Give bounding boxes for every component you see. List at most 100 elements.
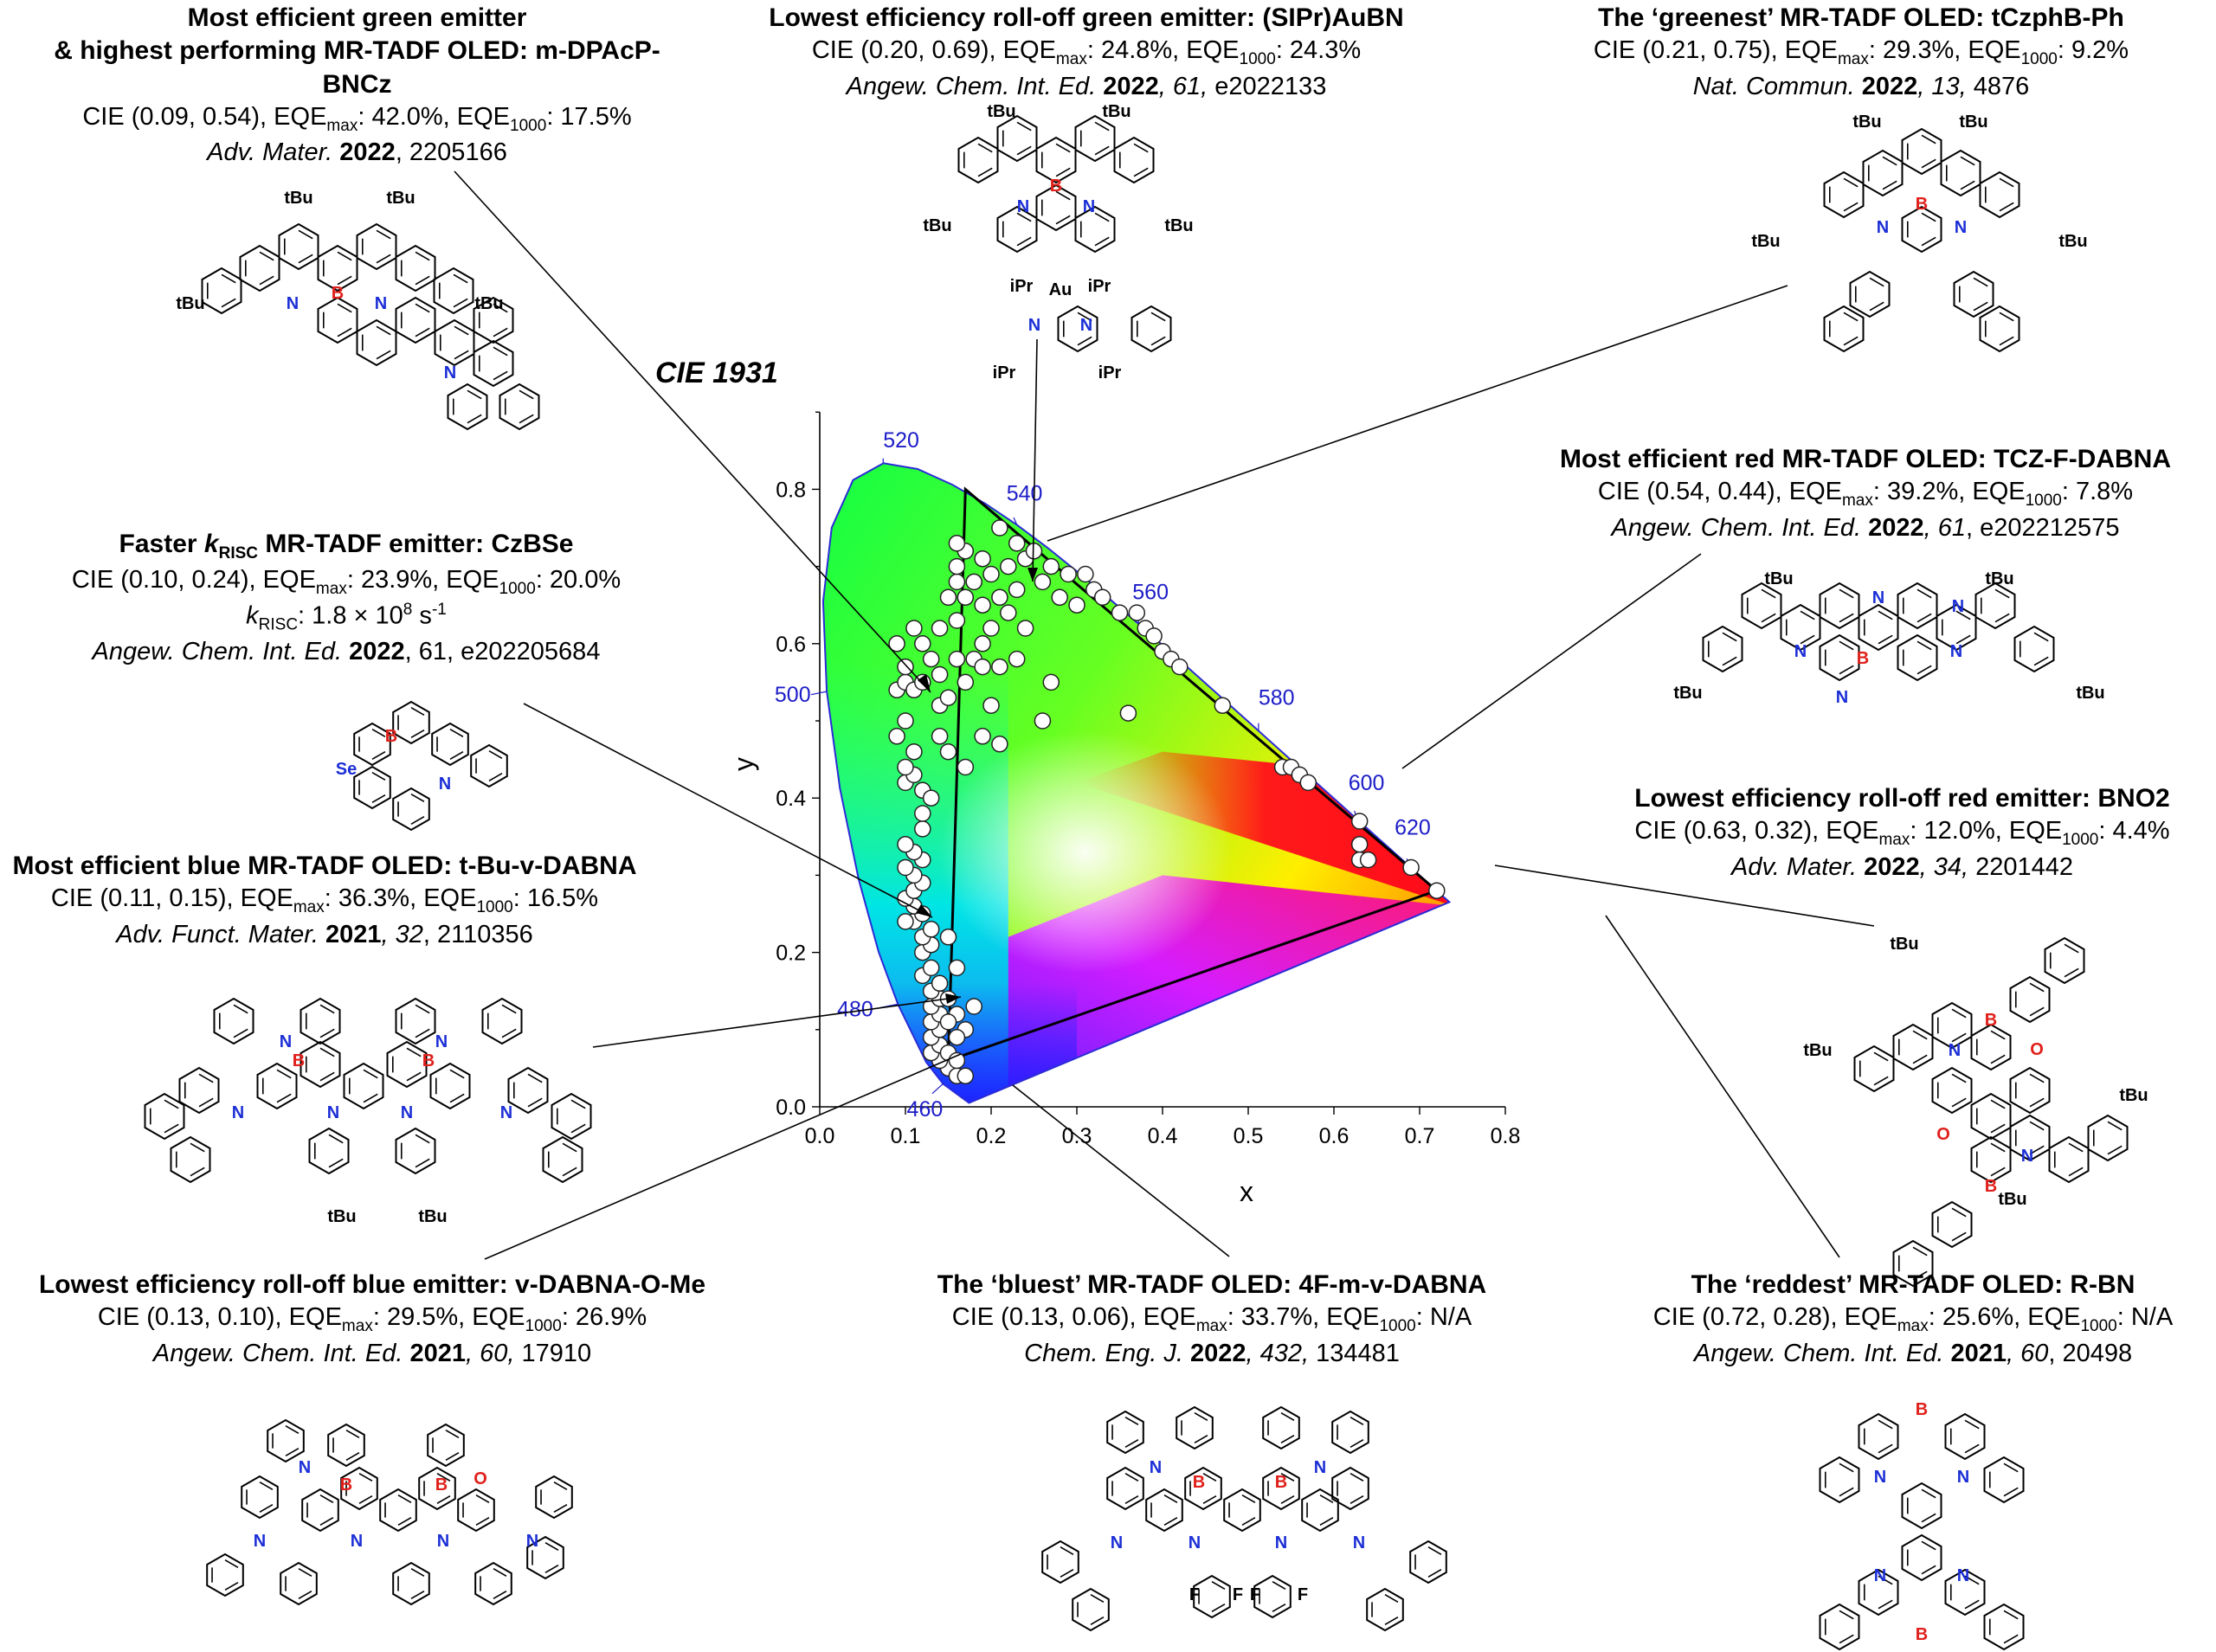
double-bond: [1921, 1513, 1936, 1523]
double-bond: [1843, 312, 1858, 322]
benzene-ring: [300, 997, 341, 1045]
double-bond: [415, 1028, 430, 1038]
annotation-title: The ‘bluest’ MR-TADF OLED: 4F-m-v-DABNA: [937, 1270, 1487, 1299]
data-point: [897, 658, 914, 676]
double-bond: [376, 350, 391, 360]
double-bond: [371, 750, 386, 760]
double-bond: [1921, 1488, 1936, 1499]
double-bond: [2064, 967, 2079, 978]
double-bond: [1350, 1417, 1364, 1426]
double-bond: [544, 1542, 559, 1552]
leader-left-mid: [523, 703, 933, 918]
double-bond: [1951, 1231, 1967, 1242]
data-point: [1051, 588, 1068, 607]
double-bond: [1951, 1097, 1967, 1108]
double-bond: [527, 1097, 543, 1108]
nitrogen-atom: N: [1957, 1566, 1969, 1585]
double-bond: [1882, 180, 1897, 190]
double-bond: [415, 275, 430, 286]
annotation-title: The ‘reddest’ MR-TADF OLED: R-BN: [1691, 1270, 2135, 1299]
double-bond: [436, 1495, 451, 1504]
double-bond: [1163, 1516, 1178, 1526]
double-bond: [454, 325, 469, 336]
fluorine-atom: F: [1233, 1585, 1243, 1604]
nitrogen-atom: N: [1949, 1041, 1961, 1060]
double-bond: [1960, 180, 1975, 190]
data-point: [948, 573, 966, 591]
benzene-ring: [1858, 1568, 1899, 1617]
double-bond: [1951, 1032, 1967, 1043]
double-bond: [376, 254, 391, 264]
double-bond: [358, 1495, 373, 1504]
double-bond: [527, 1073, 543, 1083]
double-bond: [376, 325, 391, 336]
benzene-ring: [213, 997, 254, 1045]
double-bond: [1999, 336, 2014, 346]
double-bond: [519, 389, 534, 400]
double-bond: [1960, 156, 1975, 166]
double-bond: [1427, 1546, 1442, 1556]
boron-atom: B: [385, 727, 397, 746]
double-bond: [298, 254, 313, 264]
annotation-reference: Adv. Mater. 2022, 2205166: [207, 138, 507, 167]
double-bond: [467, 414, 482, 424]
double-bond: [285, 1447, 300, 1456]
double-bond: [1319, 1495, 1334, 1504]
double-bond: [1912, 1054, 1928, 1064]
x-axis-label: x: [1240, 1176, 1253, 1207]
nitrogen-atom: N: [1111, 1533, 1123, 1552]
double-bond: [2029, 1097, 2045, 1108]
data-point: [897, 858, 914, 877]
benzene-ring: [308, 1127, 350, 1175]
annotation-title: Most efficient green emitter: [187, 3, 527, 32]
double-bond: [1921, 212, 1936, 222]
data-point: [948, 959, 966, 977]
data-point: [922, 789, 940, 807]
double-bond: [363, 1069, 378, 1079]
leader-mid-right: [1401, 553, 1702, 769]
data-point: [897, 712, 914, 730]
gold-atom: Au: [1049, 280, 1073, 299]
benzene-ring: [1409, 1540, 1447, 1585]
double-bond: [410, 794, 425, 803]
emitter-points: [888, 519, 1446, 1085]
ipr-label: iPr: [1010, 277, 1034, 296]
double-bond: [2029, 1073, 2045, 1083]
data-point: [965, 998, 982, 1015]
double-bond: [553, 1482, 568, 1491]
boron-atom: B: [1985, 1011, 1997, 1030]
double-bond: [1016, 236, 1032, 247]
double-bond: [1839, 1634, 1854, 1644]
benzene-ring: [457, 1488, 495, 1533]
annotation-cie: CIE (0.72, 0.28), EQEmax: 25.6%, EQE1000…: [1652, 1303, 2174, 1336]
double-bond: [1869, 301, 1884, 312]
annotation-reference: Angew. Chem. Int. Ed. 2021, 60, 20498: [1693, 1339, 2133, 1367]
data-point: [991, 588, 1008, 607]
benzene-ring: [1331, 1466, 1369, 1511]
double-bond: [319, 1516, 334, 1526]
chart-title: CIE 1931: [655, 357, 778, 389]
data-point: [1350, 835, 1369, 853]
ipr-label: iPr: [993, 363, 1016, 382]
benzene-ring: [1057, 305, 1098, 353]
leader-bottom-right: [1605, 915, 1840, 1258]
double-bond: [1955, 634, 1971, 645]
annotation-cie: CIE (0.11, 0.15), EQEmax: 36.3%, EQE1000…: [50, 884, 599, 917]
double-bond: [337, 251, 352, 261]
double-bond: [1241, 1516, 1256, 1526]
double-bond: [488, 750, 503, 760]
annotation-reference: Adv. Mater. 2022, 34, 2201442: [1730, 852, 2074, 881]
double-bond: [1077, 336, 1092, 346]
double-bond: [1912, 1270, 1928, 1281]
tbu-label: tBu: [327, 1207, 356, 1226]
nitrogen-atom: N: [1952, 597, 1964, 616]
double-bond: [1990, 1142, 2006, 1153]
benzene-ring: [278, 222, 319, 271]
benzene-ring: [379, 1488, 417, 1533]
wavelength-label: 520: [883, 428, 919, 453]
benzene-ring: [1849, 270, 1891, 318]
data-point: [974, 550, 991, 568]
data-point: [1042, 673, 1060, 691]
double-bond: [298, 229, 313, 240]
